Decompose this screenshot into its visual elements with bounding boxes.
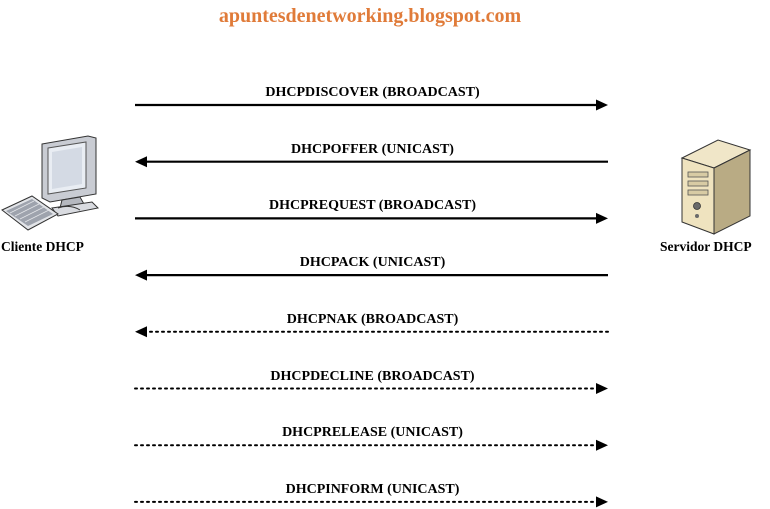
server-icon <box>680 139 752 235</box>
message-label: DHCPRELEASE (UNICAST) <box>282 425 463 441</box>
arrow-head-icon <box>596 496 608 508</box>
arrow-head-icon <box>135 269 147 281</box>
message-label: DHCPINFORM (UNICAST) <box>285 481 460 497</box>
message-label: DHCPACK (UNICAST) <box>299 255 446 271</box>
message-label: DHCPDISCOVER (BROADCAST) <box>265 85 480 100</box>
message-label: DHCPNAK (BROADCAST) <box>286 311 459 327</box>
computer-icon <box>1 135 100 231</box>
message-label: DHCPOFFER (UNICAST) <box>291 141 454 157</box>
arrow-head-icon <box>596 212 608 224</box>
message-label: DHCPDECLINE (BROADCAST) <box>270 368 475 384</box>
client-label: Cliente DHCP <box>1 239 84 254</box>
arrow-head-icon <box>596 99 608 111</box>
server-label: Servidor DHCP <box>660 239 752 254</box>
arrow-head-icon <box>596 383 608 394</box>
arrow-head-icon <box>135 156 147 168</box>
message-label: DHCPREQUEST (BROADCAST) <box>268 198 477 214</box>
arrow-head-icon <box>135 326 147 338</box>
arrow-head-icon <box>596 439 608 451</box>
site-title: apuntesdenetworking.blogspot.com <box>218 5 522 27</box>
